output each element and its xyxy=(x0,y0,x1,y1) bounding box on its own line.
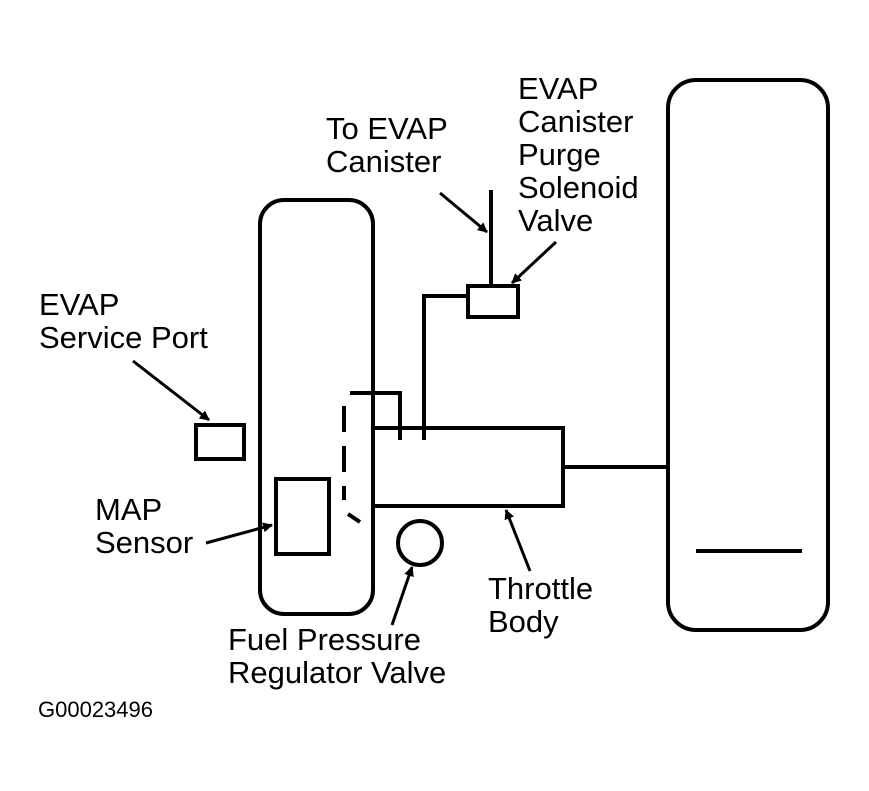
label-map-sensor: MAP Sensor xyxy=(95,492,194,560)
air-cleaner-housing xyxy=(666,78,830,632)
arrow-fuel-regulator xyxy=(390,566,414,626)
purge-line xyxy=(422,294,468,440)
arrow-purge-solenoid xyxy=(510,240,558,285)
arrow-service-port xyxy=(132,359,210,422)
hidden-edge-tip xyxy=(346,512,362,524)
label-to-evap-canister: To EVAP Canister xyxy=(326,111,448,179)
fuel-pressure-regulator xyxy=(396,519,444,567)
label-evap-service-port: EVAP Service Port xyxy=(39,287,208,355)
map-sensor xyxy=(274,477,331,556)
arrow-throttle-body xyxy=(504,509,532,572)
label-throttle-body: Throttle Body xyxy=(488,571,594,639)
label-purge-solenoid-valve: EVAP Canister Purge Solenoid Valve xyxy=(518,71,639,238)
label-fuel-pressure-regulator: Fuel Pressure Regulator Valve xyxy=(228,622,447,690)
vacuum-hose xyxy=(350,391,402,440)
evap-service-port xyxy=(194,423,246,461)
intake-plenum xyxy=(258,198,375,616)
arrow-evap-canister xyxy=(439,191,488,234)
purge-solenoid-valve xyxy=(466,284,520,319)
arrow-map-sensor xyxy=(205,522,273,545)
figure-id: G00023496 xyxy=(38,697,153,722)
